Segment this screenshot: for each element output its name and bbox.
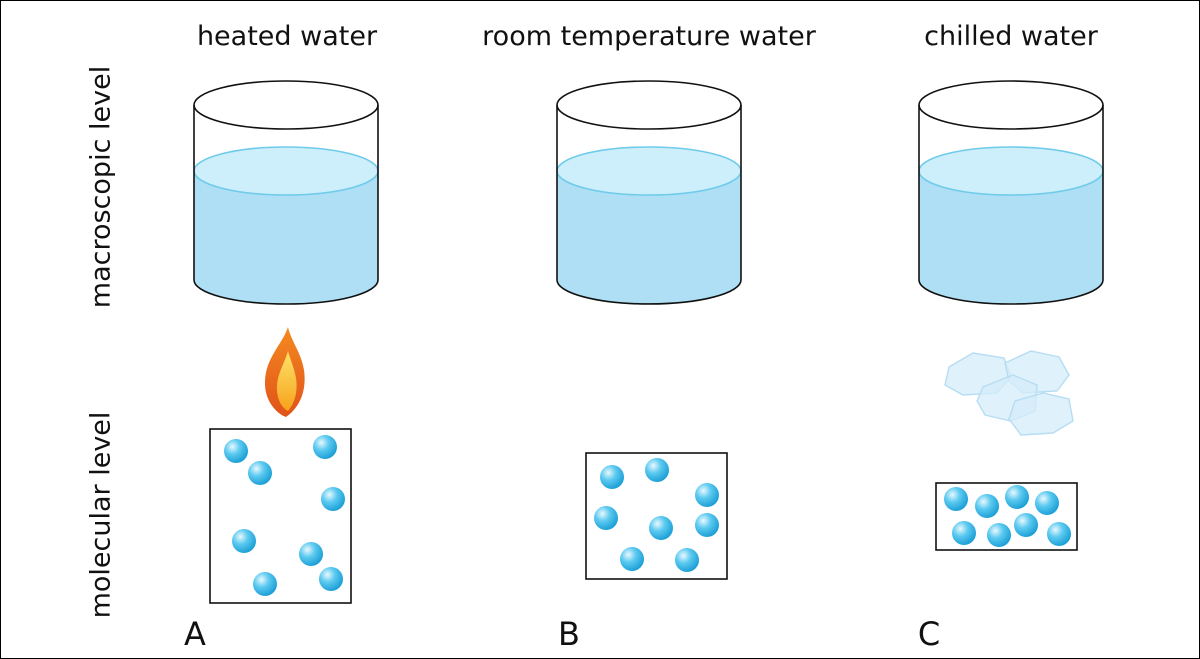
ice-cubes-icon — [944, 350, 1074, 436]
title-heated-water: heated water — [196, 21, 378, 52]
title-room-temperature-water: room temperature water — [482, 21, 816, 52]
molecule-box-chilled — [935, 482, 1078, 551]
molecules-room-temperature — [594, 458, 719, 572]
beaker-heated — [193, 80, 379, 305]
molecule-box-room-temperature — [585, 452, 728, 580]
panel-letter-c: C — [917, 615, 941, 653]
molecules-heated — [224, 435, 345, 596]
panel-letter-a: A — [184, 615, 206, 653]
beaker-room-temperature — [556, 80, 742, 305]
panel-letter-b: B — [558, 615, 580, 653]
flame-icon — [264, 327, 305, 417]
molecule-box-heated — [209, 428, 352, 604]
beaker-chilled — [918, 80, 1104, 305]
title-chilled-water: chilled water — [924, 21, 1098, 52]
molecules-chilled — [944, 485, 1071, 547]
